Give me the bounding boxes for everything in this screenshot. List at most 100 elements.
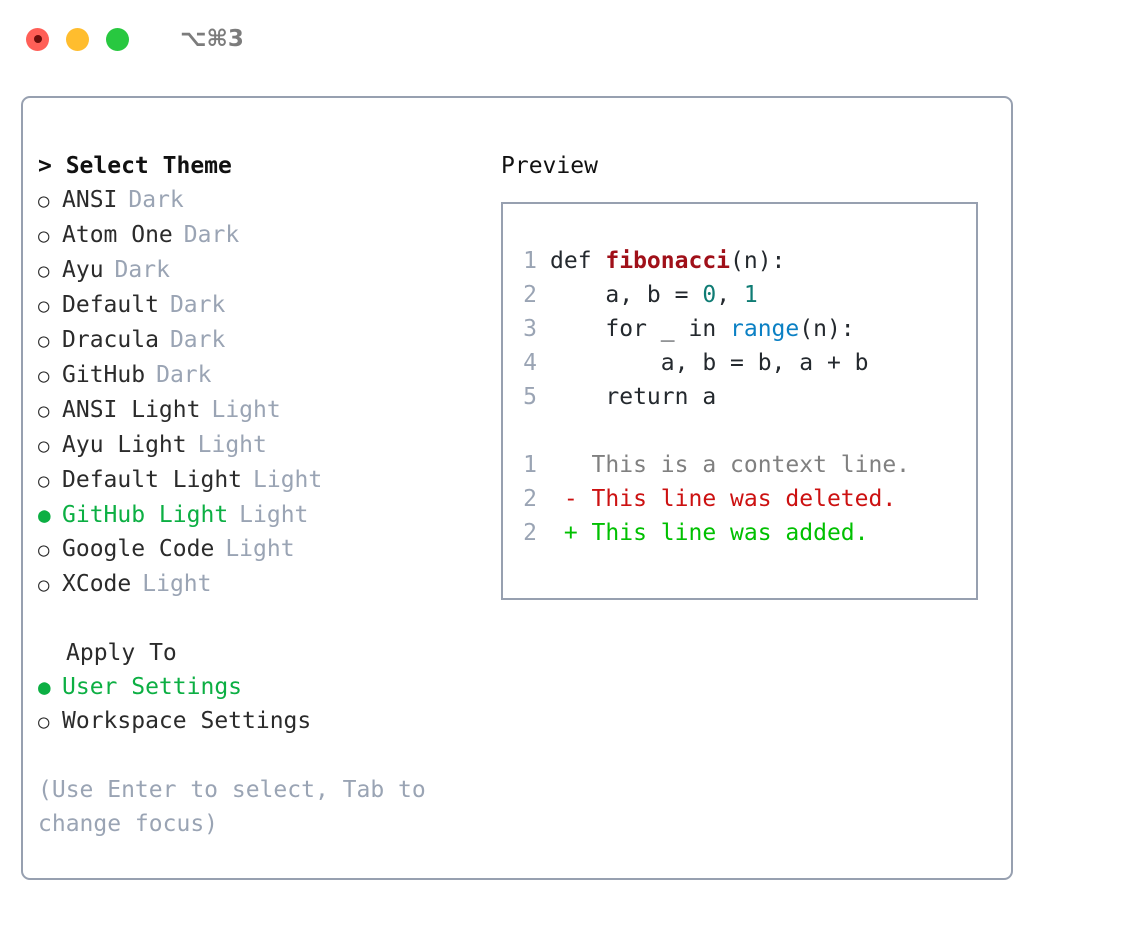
line-number: 5	[523, 384, 537, 410]
maximize-button[interactable]	[106, 27, 129, 51]
theme-variant-tag: Light	[142, 571, 212, 597]
title-bar: ⌥⌘3	[0, 0, 1140, 78]
window-controls	[26, 27, 129, 51]
code-line: 4 a, b = b, a + b	[511, 346, 976, 380]
theme-variant-tag: Light	[253, 467, 323, 493]
theme-option[interactable]: ○ Atom One Dark	[38, 218, 498, 253]
code-token: a, b = b, a + b	[550, 350, 869, 376]
theme-variant-tag: Dark	[169, 292, 226, 318]
radio-unselected-icon: ○	[38, 574, 50, 596]
diff-line: 2 + This line was added.	[511, 516, 976, 550]
radio-unselected-icon: ○	[38, 435, 50, 457]
theme-option-label: XCode	[62, 571, 132, 597]
code-line-content: a, b = b, a + b	[550, 346, 869, 380]
theme-option-label: Dracula	[62, 327, 159, 353]
apply-to-option-list[interactable]: ● User Settings ○Workspace Settings	[38, 670, 498, 739]
code-token: (n):	[799, 316, 855, 342]
code-token: for _ in	[550, 316, 731, 342]
theme-option[interactable]: ○ Ayu Light Light	[38, 428, 498, 463]
theme-variant-tag: Light	[225, 536, 295, 562]
diff-line: 2 - This line was deleted.	[511, 482, 976, 516]
diff-line: 1 This is a context line.	[511, 448, 976, 482]
apply-to-option[interactable]: ● User Settings	[38, 670, 498, 704]
select-theme-header: > Select Theme	[38, 153, 232, 179]
line-number: 1	[523, 452, 537, 478]
line-number: 2	[523, 520, 537, 546]
theme-option-label: GitHub Light	[62, 502, 229, 528]
radio-unselected-icon: ○	[38, 400, 50, 422]
code-line-content: for _ in range(n):	[550, 312, 855, 346]
minimize-button[interactable]	[66, 27, 89, 51]
code-token: 0	[702, 282, 717, 308]
section-spacer	[38, 602, 498, 636]
radio-unselected-icon: ○	[38, 539, 50, 561]
code-token: ,	[716, 282, 744, 308]
theme-option[interactable]: ○ XCode Light	[38, 567, 498, 602]
radio-unselected-icon: ○	[38, 260, 50, 282]
theme-variant-tag: Light	[197, 432, 267, 458]
theme-option-label: Ayu Light	[62, 432, 187, 458]
theme-option-label: Default	[62, 292, 159, 318]
line-number: 2	[523, 486, 537, 512]
code-token: a, b =	[550, 282, 703, 308]
code-line: 3 for _ in range(n):	[511, 312, 976, 346]
apply-to-option[interactable]: ○Workspace Settings	[38, 704, 498, 739]
code-token: (n):	[730, 248, 786, 274]
code-token: def	[550, 248, 606, 274]
code-line-content: a, b = 0, 1	[550, 278, 758, 312]
radio-unselected-icon: ○	[38, 711, 50, 733]
theme-variant-tag: Light	[239, 502, 309, 528]
radio-unselected-icon: ○	[38, 295, 50, 317]
theme-option[interactable]: ○ Default Light Light	[38, 463, 498, 498]
keyboard-hint-text: (Use Enter to select, Tab to change focu…	[38, 777, 440, 837]
diff-line-content: - This line was deleted.	[550, 486, 897, 512]
line-number: 4	[523, 350, 537, 376]
code-token: fibonacci	[605, 248, 731, 274]
theme-option-label: GitHub	[62, 362, 146, 388]
theme-option-label: Atom One	[62, 222, 173, 248]
close-button[interactable]	[26, 27, 49, 51]
code-line-content: return a	[550, 380, 716, 414]
code-diff-separator	[511, 414, 976, 448]
code-line: 2 a, b = 0, 1	[511, 278, 976, 312]
theme-option[interactable]: ○ Default Dark	[38, 288, 498, 323]
radio-unselected-icon: ○	[38, 330, 50, 352]
theme-option-label: Default Light	[62, 467, 243, 493]
keyboard-shortcut-label: ⌥⌘3	[180, 25, 244, 52]
code-token: return a	[550, 384, 717, 410]
apply-to-option-label: User Settings	[62, 674, 243, 700]
theme-option-label: Ayu	[62, 257, 104, 283]
radio-unselected-icon: ○	[38, 190, 50, 212]
preview-header: Preview	[501, 153, 598, 179]
code-token: range	[730, 316, 800, 342]
theme-option-label: Google Code	[62, 536, 215, 562]
theme-variant-tag: Dark	[183, 222, 240, 248]
code-line-content: def fibonacci(n):	[550, 244, 785, 278]
apply-to-header: Apply To	[66, 640, 177, 666]
radio-unselected-icon: ○	[38, 225, 50, 247]
line-number: 3	[523, 316, 537, 342]
diff-sample: 1 This is a context line.2 - This line w…	[511, 448, 976, 550]
theme-option-label: ANSI	[62, 187, 118, 213]
radio-selected-icon: ●	[38, 675, 51, 699]
radio-unselected-icon: ○	[38, 365, 50, 387]
theme-variant-tag: Light	[211, 397, 281, 423]
line-number: 1	[523, 248, 537, 274]
radio-unselected-icon: ○	[38, 470, 50, 492]
code-token: 1	[743, 282, 758, 308]
theme-option[interactable]: ○ Google Code Light	[38, 532, 498, 567]
code-line: 5 return a	[511, 380, 976, 414]
line-number: 2	[523, 282, 537, 308]
